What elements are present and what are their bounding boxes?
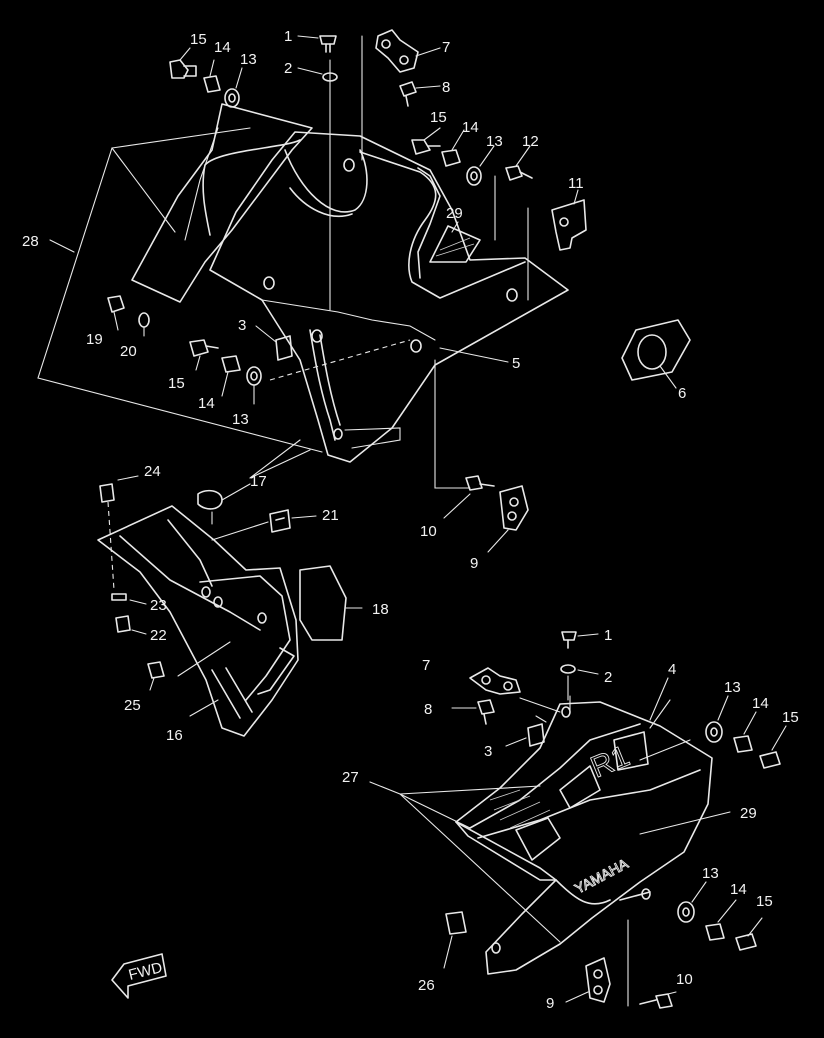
callout-13: 13 — [240, 51, 257, 68]
part-25-screw — [147, 661, 165, 691]
callout-13: 13 — [486, 133, 503, 150]
leader-6 — [659, 365, 677, 389]
callout-28: 28 — [22, 233, 39, 250]
callout-7: 7 — [442, 39, 450, 56]
part-1-screw-upper — [297, 35, 337, 53]
part-16-inner-panel — [97, 505, 299, 737]
callout-14: 14 — [730, 881, 747, 898]
callout-27: 27 — [342, 769, 359, 786]
leader-29-lower — [639, 811, 731, 835]
hardware-set-top-right — [411, 127, 533, 186]
callout-13: 13 — [702, 865, 719, 882]
callout-29: 29 — [740, 805, 757, 822]
part-8-screw-upper — [399, 81, 441, 107]
part-19-screw — [107, 295, 125, 331]
callout-14: 14 — [198, 395, 215, 412]
callout-8: 8 — [424, 701, 432, 718]
callout-14: 14 — [214, 39, 231, 56]
cowl-brand-logo: YAMAHA — [572, 855, 631, 897]
callout-19: 19 — [86, 331, 103, 348]
part-8-screw-lower — [451, 699, 495, 725]
leader-28 — [49, 239, 75, 253]
callout-8: 8 — [442, 79, 450, 96]
part-10-screw-lower — [639, 991, 677, 1009]
part-11-bracket — [551, 189, 587, 251]
fwd-label: FWD — [127, 959, 164, 984]
callout-3: 3 — [238, 317, 246, 334]
callout-9: 9 — [470, 555, 478, 572]
part-28-side-panel — [37, 103, 323, 453]
part-26-clip — [443, 911, 467, 969]
callout-25: 25 — [124, 697, 141, 714]
callout-15: 15 — [430, 109, 447, 126]
callout-10: 10 — [676, 971, 693, 988]
callout-26: 26 — [418, 977, 435, 994]
hardware-set-lower-right-top — [705, 695, 787, 769]
callout-21: 21 — [322, 507, 339, 524]
callout-7: 7 — [422, 657, 430, 674]
part-3-nut-lower — [505, 715, 547, 747]
callout-15: 15 — [756, 893, 773, 910]
callout-16: 16 — [166, 727, 183, 744]
part-4-lower-cowl — [455, 695, 713, 1007]
callout-9: 9 — [546, 995, 554, 1012]
callout-12: 12 — [522, 133, 539, 150]
part-22-screw — [115, 615, 147, 635]
hardware-set-top-left — [169, 47, 243, 108]
callout-6: 6 — [678, 385, 686, 402]
leader-4 — [649, 677, 669, 721]
callout-22: 22 — [150, 627, 167, 644]
part-7-bracket-lower — [469, 667, 521, 695]
callout-20: 20 — [120, 343, 137, 360]
part-5-upper-cowl — [202, 35, 569, 489]
hardware-set-middle-left — [189, 339, 262, 405]
part-9-bracket-upper — [487, 485, 529, 553]
cowl-model-mark: R1 — [586, 740, 634, 785]
callout-17: 17 — [250, 473, 267, 490]
leader-27 — [369, 781, 561, 943]
callout-15: 15 — [168, 375, 185, 392]
part-20-washer — [138, 312, 150, 337]
callout-15: 15 — [190, 31, 207, 48]
part-3-nut-upper — [255, 325, 293, 361]
callout-24: 24 — [144, 463, 161, 480]
callout-3: 3 — [484, 743, 492, 760]
callout-2: 2 — [604, 669, 612, 686]
part-2-washer-upper — [297, 67, 338, 82]
callout-29: 29 — [446, 205, 463, 222]
part-9-bracket-lower — [565, 957, 611, 1003]
callout-labels: 1 2 7 8 15 14 13 15 14 13 12 11 28 29 19… — [22, 28, 799, 1012]
callout-11: 11 — [568, 175, 584, 192]
leader-29-upper — [451, 221, 459, 233]
part-17-clip — [197, 439, 311, 525]
callout-13: 13 — [724, 679, 741, 696]
part-1-screw-lower — [561, 631, 599, 649]
callout-18: 18 — [372, 601, 389, 618]
leader-5 — [439, 347, 509, 363]
part-7-bracket-upper — [375, 29, 441, 73]
hardware-set-lower-right-bottom — [677, 881, 763, 951]
part-6-grommet-plate — [621, 319, 691, 381]
callout-15: 15 — [782, 709, 799, 726]
part-10-screw-upper — [443, 475, 495, 519]
part-21-grommet — [269, 509, 317, 533]
part-29-emblem-upper — [429, 225, 481, 263]
callout-5: 5 — [512, 355, 520, 372]
part-24-nut — [99, 475, 139, 591]
part-23-washer — [111, 593, 147, 605]
callout-2: 2 — [284, 60, 292, 77]
callout-14: 14 — [462, 119, 479, 136]
cowl-logo-group: R1 YAMAHA — [571, 739, 634, 897]
part-2-washer-lower — [560, 664, 599, 701]
callout-1: 1 — [284, 28, 292, 45]
fwd-direction-marker: FWD — [111, 953, 167, 999]
callout-10: 10 — [420, 523, 437, 540]
callout-4: 4 — [668, 661, 676, 678]
callout-1: 1 — [604, 627, 612, 644]
callout-13: 13 — [232, 411, 249, 428]
part-18-panel — [299, 565, 363, 641]
callout-14: 14 — [752, 695, 769, 712]
callout-23: 23 — [150, 597, 167, 614]
